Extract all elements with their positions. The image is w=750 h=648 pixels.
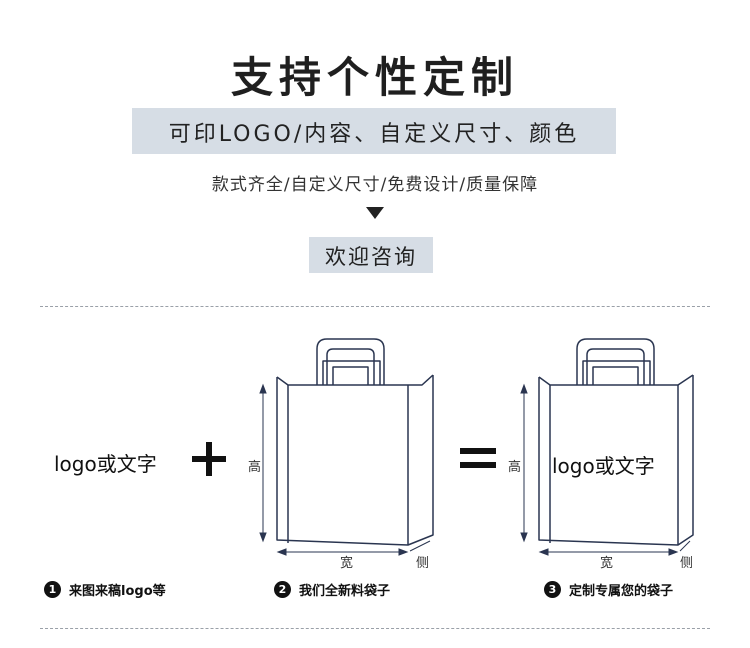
subtitle-band xyxy=(132,108,616,154)
bag-side-label: 侧 xyxy=(416,556,430,571)
page-title: 支持个性定制 xyxy=(230,53,519,102)
consult-band xyxy=(309,237,433,273)
step-1-number: 1 xyxy=(44,581,61,598)
step-3-number: 3 xyxy=(544,581,561,598)
step-2-label: 我们全新料袋子 xyxy=(299,584,391,599)
subtitle-text: 可印LOGO/内容、自定义尺寸、颜色 xyxy=(168,122,580,147)
plus-icon-vertical xyxy=(206,442,212,476)
bag2-side-label: 侧 xyxy=(680,556,694,571)
features-text: 款式齐全/自定义尺寸/免费设计/质量保障 xyxy=(211,175,539,195)
bag2-height-label: 高 xyxy=(508,460,522,475)
logo-text-label: logo或文字 xyxy=(54,452,157,476)
step-1: 1 来图来稿logo等 xyxy=(44,580,166,599)
equals-icon xyxy=(460,448,496,454)
equals-icon-lower xyxy=(460,462,496,468)
divider-top xyxy=(40,306,710,307)
custom-bag-illustration xyxy=(520,338,694,556)
consult-button[interactable]: 欢迎咨询 xyxy=(325,245,417,269)
step-3: 3 定制专属您的袋子 xyxy=(544,580,673,599)
bag2-width-label: 宽 xyxy=(600,556,614,571)
blank-bag-illustration xyxy=(259,338,434,556)
down-triangle-icon xyxy=(366,207,384,219)
step-2-number: 2 xyxy=(274,581,291,598)
bag-printed-logo-text: logo或文字 xyxy=(552,454,655,478)
step-2: 2 我们全新料袋子 xyxy=(274,580,390,599)
step-3-label: 定制专属您的袋子 xyxy=(569,584,674,599)
bag-width-label: 宽 xyxy=(340,556,354,571)
bag-height-label: 高 xyxy=(248,460,262,475)
step-1-label: 来图来稿logo等 xyxy=(69,584,166,599)
divider-bottom xyxy=(40,628,710,629)
